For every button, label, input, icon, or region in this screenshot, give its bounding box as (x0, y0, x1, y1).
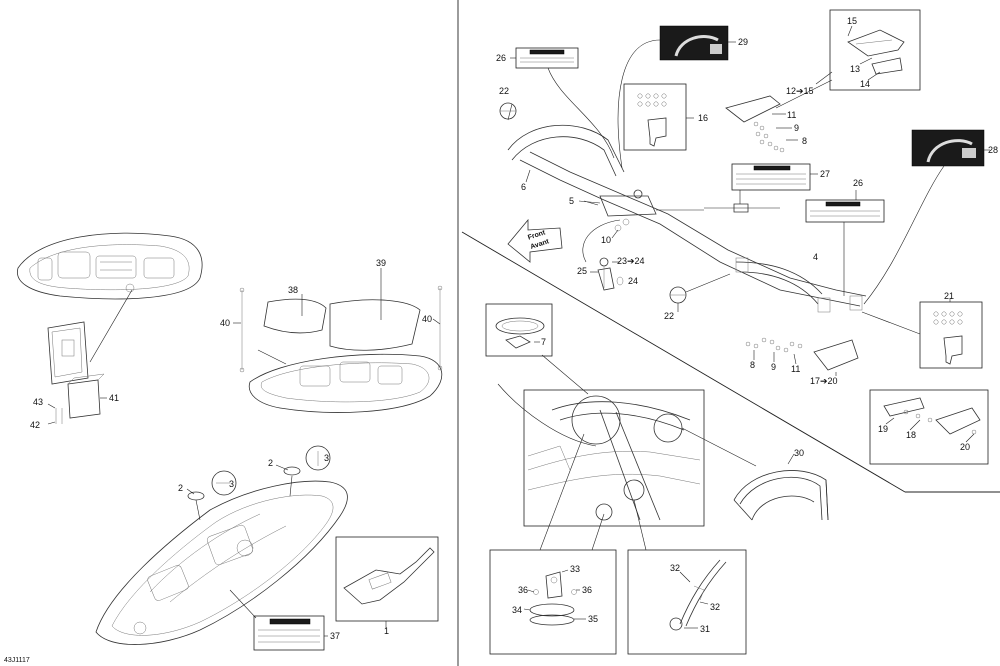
hardware-16 (637, 93, 667, 147)
callout: 7 (541, 337, 546, 347)
callout: 15 (847, 16, 857, 26)
callout: 40 (422, 314, 432, 324)
callout: 14 (860, 79, 870, 89)
callout: 28 (988, 145, 998, 155)
boat-interior-top-view (17, 232, 203, 300)
bimini-frame (733, 470, 829, 521)
callout: 23➔24 (617, 256, 645, 266)
cooler-assembly (47, 321, 105, 424)
caution-decal-right (805, 199, 885, 223)
callout: 16 (698, 113, 708, 123)
figure-code: 43J1117 (4, 657, 30, 664)
hardware-21 (933, 311, 963, 365)
callout: 20 (960, 442, 970, 452)
bolts-lower (745, 337, 803, 353)
boat-exterior-view (95, 480, 348, 645)
warning-decal (731, 163, 811, 191)
callout: 5 (569, 196, 574, 206)
handle-box-7 (485, 303, 553, 357)
tower-frame (507, 124, 867, 313)
callout: 26 (853, 178, 863, 188)
callout: 37 (330, 631, 340, 641)
callout: 3 (324, 453, 329, 463)
callout: 4 (813, 252, 818, 262)
callout: 19 (878, 424, 888, 434)
bow-cushions (239, 285, 443, 373)
cup-holder-callouts (187, 445, 331, 501)
bracket-box-15 (829, 9, 921, 91)
callout: 9 (794, 123, 799, 133)
callout: 22 (664, 311, 674, 321)
hardware-box-21 (919, 301, 983, 369)
callout: 35 (588, 614, 598, 624)
callout: 8 (802, 136, 807, 146)
callout: 8 (750, 360, 755, 370)
callout: 13 (850, 64, 860, 74)
callout: 38 (288, 285, 298, 295)
caution-decal-top (515, 47, 579, 69)
callout: 3 (229, 479, 234, 489)
callout: 2 (178, 483, 183, 493)
callout: 41 (109, 393, 119, 403)
bimini-detail-box (523, 389, 705, 527)
callout: 32 (710, 602, 720, 612)
callout: 10 (601, 235, 611, 245)
hardware-box-16 (623, 83, 687, 151)
callout: 21 (944, 291, 954, 301)
callout: 36 (582, 585, 592, 595)
boat-side-view (248, 353, 443, 413)
strap-box-31 (627, 549, 747, 655)
callout-labels: 1 2 2 3 3 4 5 6 7 8 8 9 9 10 11 11 12➔15… (30, 16, 998, 641)
gauge-decal-28 (911, 129, 985, 167)
gauge-decal-29 (659, 25, 729, 61)
caution-label (253, 615, 325, 651)
callout: 1 (384, 626, 389, 636)
callout: 34 (512, 605, 522, 615)
callout: 18 (906, 430, 916, 440)
callout: 27 (820, 169, 830, 179)
callout: 2 (268, 458, 273, 468)
callout: 11 (791, 364, 800, 374)
bolts-8-11 (753, 121, 785, 153)
callout: 30 (794, 448, 804, 458)
callout: 6 (521, 182, 526, 192)
callout: 11 (787, 110, 796, 120)
bimini-detail (527, 395, 701, 521)
fastener-10 (614, 218, 630, 232)
latch-23-25 (597, 257, 624, 291)
callout: 9 (771, 362, 776, 372)
callout: 33 (570, 564, 580, 574)
callout: 43 (33, 397, 43, 407)
front-arrow-icon: Front Avant (507, 218, 563, 263)
callout: 24 (628, 276, 638, 286)
callout: 12➔15 (786, 86, 814, 96)
callout: 42 (30, 420, 40, 430)
callout: 22 (499, 86, 509, 96)
callout: 31 (700, 624, 710, 634)
diagonal-divider (461, 231, 906, 493)
mount-box-33 (489, 549, 617, 655)
callout: 26 (496, 53, 506, 63)
callout: 25 (577, 266, 587, 276)
callout: 29 (738, 37, 748, 47)
bracket-box-18 (869, 389, 989, 465)
callout: 32 (670, 563, 680, 573)
callout: 36 (518, 585, 528, 595)
callout: 39 (376, 258, 386, 268)
template-box (335, 536, 439, 622)
callout: 17➔20 (810, 376, 838, 386)
callout: 40 (220, 318, 230, 328)
